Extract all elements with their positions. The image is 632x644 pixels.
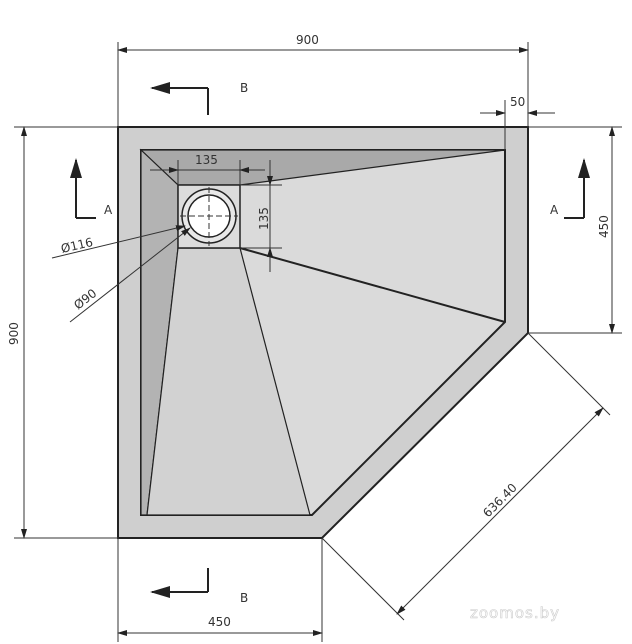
- side-depth-label: 450: [597, 215, 611, 238]
- section-marker-a-left: [70, 158, 96, 219]
- outer-diameter-label: Ø116: [60, 235, 95, 256]
- inner-diameter-label: Ø90: [71, 286, 99, 312]
- section-a-right-label: A: [550, 203, 559, 217]
- overall-depth-label: 900: [7, 322, 21, 345]
- rim-width-label: 50: [510, 95, 525, 109]
- section-b-bottom-label: B: [240, 591, 248, 605]
- section-b-top-label: B: [240, 81, 248, 95]
- drain-height-label: 135: [257, 207, 271, 230]
- section-marker-a-right: [564, 158, 590, 219]
- watermark: zoomos.by: [470, 604, 560, 622]
- section-marker-b-bottom: [150, 568, 209, 598]
- diagonal-label: 636.40: [480, 481, 520, 521]
- front-width-label: 450: [208, 615, 231, 629]
- overall-width-label: 900: [296, 33, 319, 47]
- section-marker-b-top: [150, 82, 209, 115]
- drain-width-label: 135: [195, 153, 218, 167]
- section-a-left-label: A: [104, 203, 113, 217]
